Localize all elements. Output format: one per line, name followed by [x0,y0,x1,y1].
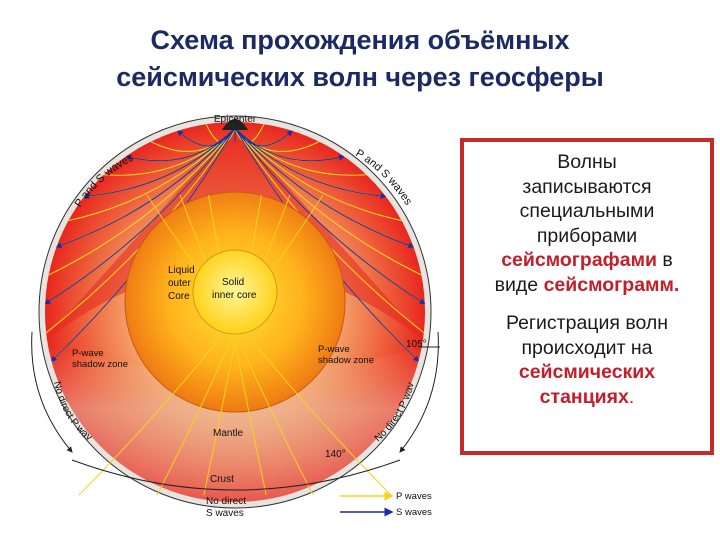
callout-highlight-seismographs: сейсмографами [501,249,658,271]
s-wave-ray [234,127,415,249]
seismic-wave-diagram: Epicenter P and S waves P and S waves Li… [10,100,460,530]
crust-label: Crust [210,474,234,485]
s-wave-ray [234,127,387,199]
callout-text: Волны [557,151,617,173]
inner-core-label-1: Solid [222,277,244,288]
core-p-wave-ray [146,194,392,496]
callout-paragraph-2: Регистрация волн происходит на сейсмичес… [470,311,704,409]
legend-s-label: S waves [396,507,432,518]
slide-title: Схема прохождения объёмных сейсмических … [0,22,720,96]
title-line-1: Схема прохождения объёмных [150,25,570,55]
core-p-wave-ray [78,194,324,496]
callout-period: . [628,385,635,408]
core-p-wave-ray [203,194,262,496]
epicenter-marker [222,119,248,130]
callout-text: виде [494,273,544,296]
info-callout: Волны записываются специальными приборам… [460,138,714,455]
angle-105-label: 105° [406,339,427,350]
p-wave-ray [234,127,402,222]
p-wave-ray [205,123,236,144]
mantle-label: Mantle [213,428,243,439]
title-line-2: сейсмических волн через геосферы [116,62,604,92]
s-wave-ray [234,127,425,305]
s-wave-ray [83,127,236,199]
core-p-wave-ray [156,194,291,496]
callout-highlight-seismic: сейсмических [518,361,656,383]
no-direct-s-label-1: No direct [206,496,246,507]
callout-text: в [657,249,673,271]
solid-inner-core [192,249,278,335]
shadow-left-label-1: P-wave [72,348,104,359]
no-direct-s-label-2: S waves [206,508,244,519]
s-wave-ray [45,127,236,305]
core-p-wave-rays [78,194,392,496]
callout-text: специальными [519,200,655,222]
s-wave-ray [125,127,236,162]
s-wave-ray [177,127,236,147]
angle-140-label: 140° [325,449,346,460]
core-p-wave-ray [179,194,314,496]
no-s-bottom-arc [71,459,401,491]
legend: P waves S waves [340,491,432,518]
outer-core-label-2: outer [168,278,191,289]
p-wave-ray [234,127,422,276]
no-p-left-arc [31,331,73,453]
callout-paragraph-1: Волны записываются специальными приборам… [470,150,704,297]
callout-text: приборами [536,224,638,247]
callout-text: записываются [522,175,652,198]
outer-core-label-3: Core [168,291,190,302]
shadow-right-label-1: P-wave [318,344,350,355]
earth-cross-section: Epicenter P and S waves P and S waves Li… [10,100,440,519]
core-p-wave-ray [208,194,267,496]
legend-p-label: P waves [396,491,432,502]
epicenter-label: Epicenter [214,114,257,125]
inner-core-label-2: inner core [212,290,257,301]
outer-core-label-1: Liquid [168,265,195,276]
p-wave-ray [48,127,236,276]
callout-text: Регистрация волн [505,312,669,334]
callout-text: происходит на [521,336,653,359]
p-wave-ray [68,127,236,222]
s-wave-ray [55,127,236,249]
callout-highlight-seismograms: сейсмограмм. [543,273,680,296]
shadow-left-label-2: shadow zone [72,359,128,370]
callout-highlight-stations: станциях [539,385,629,408]
shadow-right-label-2: shadow zone [318,355,374,366]
